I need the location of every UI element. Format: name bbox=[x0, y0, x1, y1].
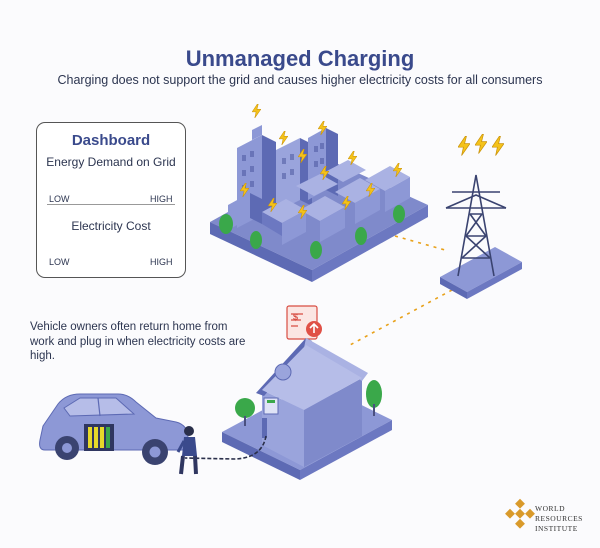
logo-line-2: RESOURCES bbox=[535, 514, 583, 523]
electricity-cost-label: Electricity Cost bbox=[71, 219, 151, 233]
electric-car bbox=[39, 393, 189, 465]
cost-high-label: HIGH bbox=[150, 257, 173, 267]
cost-low-label: LOW bbox=[49, 257, 70, 267]
dashboard-title: Dashboard bbox=[71, 132, 151, 149]
person-figure bbox=[176, 426, 198, 475]
electricity-bill-icon: $ bbox=[286, 305, 322, 340]
vehicle-owner-note: Vehicle owners often return home from wo… bbox=[30, 321, 246, 362]
dashboard-panel: Dashboard Energy Demand on Grid LOW HIGH… bbox=[36, 122, 186, 278]
city-block bbox=[210, 104, 428, 282]
house bbox=[222, 338, 392, 480]
logo-line-3: INSTITUTE bbox=[535, 524, 578, 533]
energy-low-label: LOW bbox=[49, 194, 70, 204]
power-tower bbox=[440, 134, 522, 299]
battery-icon bbox=[84, 424, 114, 451]
charging-cable bbox=[184, 435, 267, 460]
logo-line-1: WORLD bbox=[535, 504, 565, 513]
energy-high-label: HIGH bbox=[150, 194, 173, 204]
page-subtitle: Charging does not support the grid and c… bbox=[57, 73, 543, 87]
svg-text:$: $ bbox=[293, 312, 298, 322]
page-title: Unmanaged Charging bbox=[185, 46, 415, 71]
wri-logo-text: WORLD RESOURCES INSTITUTE bbox=[535, 504, 583, 534]
dashboard-divider bbox=[47, 204, 175, 205]
energy-demand-label: Energy Demand on Grid bbox=[46, 155, 176, 169]
wri-logo-icon bbox=[505, 498, 535, 529]
power-line bbox=[349, 235, 453, 346]
